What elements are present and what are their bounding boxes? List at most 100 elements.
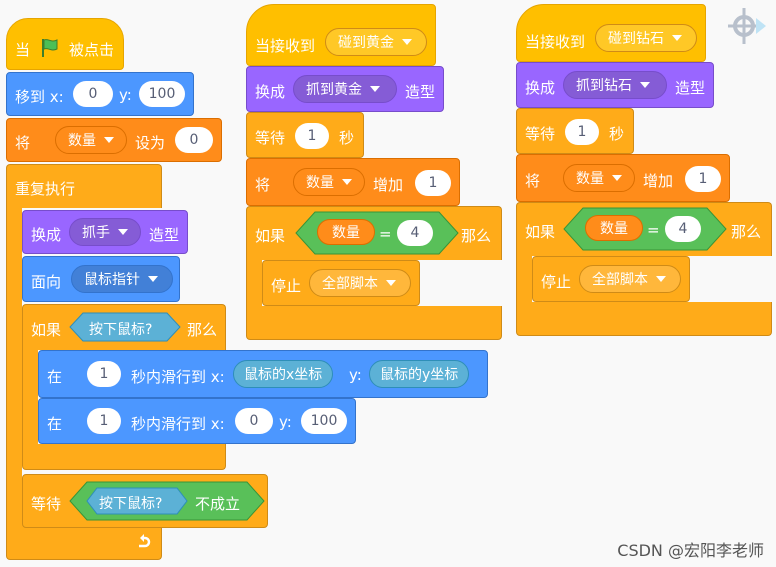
change-value-input[interactable]: 1 [685,166,721,192]
change-by-label: 增加 [643,172,674,190]
when-flag-clicked-block[interactable]: 当 被点击 [6,18,124,70]
sprite-thumbnail-icon[interactable] [724,4,768,48]
switch-costume-block[interactable]: 换成 抓手 造型 [22,210,188,254]
chevron-down-icon [402,39,412,45]
if-arm [22,348,38,444]
stop-block[interactable]: 停止 全部脚本 [532,256,690,302]
glide2-y-input[interactable]: 100 [301,408,347,434]
receive-label: 当接收到 [255,37,316,55]
stop-label: 停止 [271,277,302,295]
point-target-dropdown[interactable]: 鼠标指针 [71,265,173,293]
mouse-down-condition[interactable]: 按下鼠标? [89,322,153,338]
glide2-mid-label: 秒内滑行到 x: [131,415,225,433]
costume-value: 抓手 [82,225,110,241]
goto-xy-block[interactable]: 移到 x: 0 y: 100 [6,72,194,116]
change-value-input[interactable]: 1 [415,170,451,196]
switch-costume-gold-block[interactable]: 换成 抓到黄金 造型 [246,66,444,112]
if-mouse-down-block[interactable]: 如果 按下鼠标? 那么 [22,304,226,350]
variable-dropdown[interactable]: 数量 [55,126,127,154]
wait-label: 等待 [525,125,556,143]
glide-to-mouse-block[interactable]: 在 1 秒内滑行到 x: 鼠标的x坐标 y: 鼠标的y坐标 [38,350,488,398]
wait-until-label: 等待 [31,495,62,513]
variable-name: 数量 [306,175,334,191]
variable-name: 数量 [576,171,604,187]
equals-variable-reporter[interactable]: 数量 [317,219,375,245]
then-label: 那么 [187,321,218,339]
equals-value-input[interactable]: 4 [397,220,433,246]
mouse-x-reporter[interactable]: 鼠标的x坐标 [233,360,334,388]
variable-dropdown[interactable]: 数量 [293,168,365,196]
change-variable-block[interactable]: 将 数量 增加 1 [246,158,460,206]
if-label: 如果 [255,227,286,245]
set-variable-block[interactable]: 将 数量 设为 0 [6,118,222,162]
if-bottom[interactable] [516,302,772,336]
chevron-down-icon [640,82,650,88]
wait-secs-block[interactable]: 等待 1 秒 [516,108,634,154]
stop-option: 全部脚本 [322,276,378,292]
costume-dropdown[interactable]: 抓手 [69,218,141,246]
if-equals-block[interactable]: 如果 数量 = 4 那么 [246,206,502,260]
watermark: CSDN @宏阳李老师 [617,541,764,560]
goto-y-input[interactable]: 100 [139,81,185,107]
stop-option-dropdown[interactable]: 全部脚本 [579,265,681,293]
equals-value-input[interactable]: 4 [665,216,701,242]
then-label: 那么 [461,227,492,245]
wait-secs-input[interactable]: 1 [565,119,599,145]
when-receive-diamond-block[interactable]: 当接收到 碰到钻石 [516,4,706,62]
not-inner-condition[interactable]: 按下鼠标? [99,496,163,512]
costume-suffix: 造型 [149,226,180,244]
glide2-y-label: y: [279,413,292,431]
change-variable-block[interactable]: 将 数量 增加 1 [516,154,730,202]
wait-secs-block[interactable]: 等待 1 秒 [246,112,364,158]
if-equals-block[interactable]: 如果 数量 = 4 那么 [516,202,772,256]
costume-dropdown[interactable]: 抓到黄金 [293,75,397,103]
receive-label: 当接收到 [525,33,586,51]
equals-variable-reporter[interactable]: 数量 [585,215,643,241]
wait-until-block[interactable]: 等待 按下鼠标? 不成立 [22,474,268,528]
chevron-down-icon [118,229,128,235]
equals-operator: = [379,225,392,243]
stop-block[interactable]: 停止 全部脚本 [262,260,420,306]
green-flag-icon [39,37,61,63]
set-value-input[interactable]: 0 [175,127,213,153]
chevron-down-icon [386,280,396,286]
goto-x-input[interactable]: 0 [73,81,113,107]
mouse-y-reporter[interactable]: 鼠标的y坐标 [369,360,470,388]
when-receive-gold-block[interactable]: 当接收到 碰到黄金 [246,4,436,66]
stop-option-dropdown[interactable]: 全部脚本 [309,269,411,297]
forever-bottom[interactable] [6,524,162,560]
costume-value: 抓到黄金 [306,82,362,98]
glide-to-xy-block[interactable]: 在 1 秒内滑行到 x: 0 y: 100 [38,398,356,444]
when-label: 当 [15,41,31,59]
goto-label: 移到 x: [15,88,64,106]
glide1-mid-label: 秒内滑行到 x: [131,368,225,386]
if-bottom[interactable] [22,444,226,470]
point-towards-block[interactable]: 面向 鼠标指针 [22,256,180,302]
glide2-x-input[interactable]: 0 [235,408,273,434]
forever-block[interactable]: 重复执行 [6,164,162,208]
variable-dropdown[interactable]: 数量 [563,164,635,192]
glide1-secs-input[interactable]: 1 [87,361,121,387]
change-label: 将 [525,172,541,190]
glide2-secs-input[interactable]: 1 [87,408,121,434]
switch-costume-diamond-block[interactable]: 换成 抓到钻石 造型 [516,62,714,108]
wait-secs-input[interactable]: 1 [295,123,329,149]
chevron-down-icon [656,276,666,282]
chevron-down-icon [672,35,682,41]
costume-label: 换成 [31,226,62,244]
message-value: 碰到黄金 [338,35,394,51]
goto-y-label: y: [119,86,132,104]
message-dropdown[interactable]: 碰到黄金 [325,28,427,56]
point-label: 面向 [31,273,62,291]
stop-option: 全部脚本 [592,272,648,288]
forever-label: 重复执行 [15,180,76,198]
costume-dropdown[interactable]: 抓到钻石 [563,71,667,99]
wait-unit: 秒 [339,129,355,147]
if-bottom[interactable] [246,306,502,340]
message-dropdown[interactable]: 碰到钻石 [595,24,697,52]
change-by-label: 增加 [373,176,404,194]
not-operator-label[interactable]: 不成立 [195,495,241,513]
if-label: 如果 [31,321,62,339]
costume-suffix: 造型 [675,79,706,97]
if-arm [246,258,262,308]
